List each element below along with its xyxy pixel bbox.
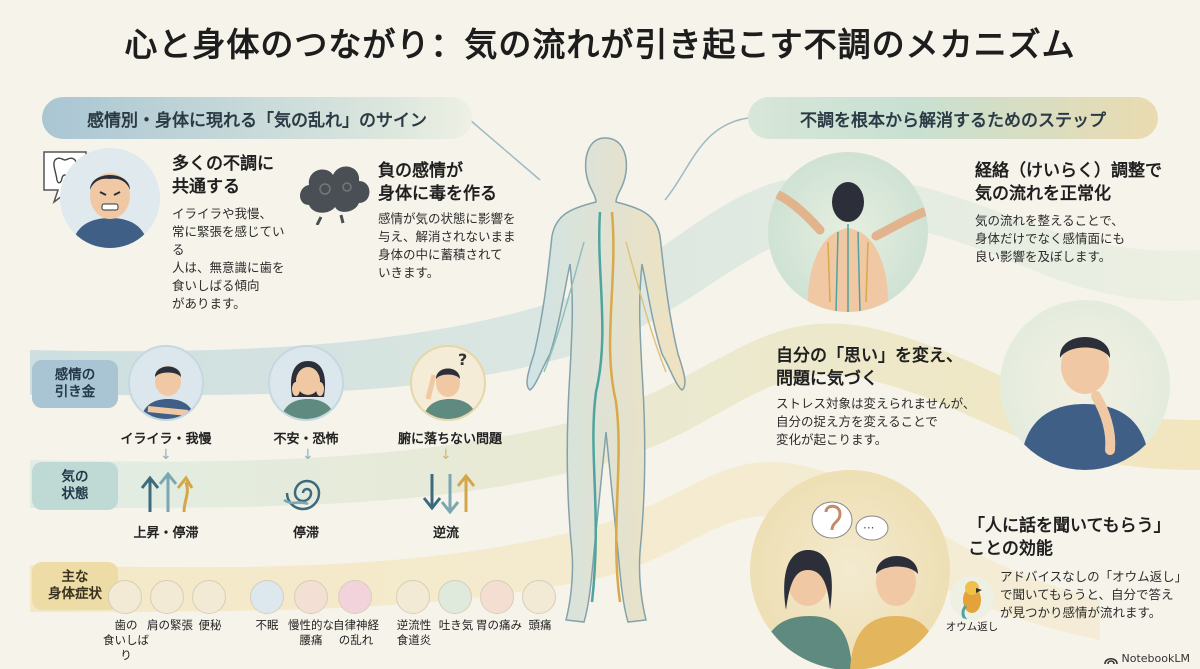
row-label-trigger: 感情の引き金 <box>32 360 118 408</box>
col2-symptom2: 慢性的な腰痛 <box>288 618 334 647</box>
back-meridian-massage-illustration <box>768 152 928 312</box>
step3-heading-line1: 「人に話を聞いてもらう」 <box>968 516 1171 536</box>
sign2-body-line4: いきます。 <box>378 265 440 280</box>
constipation-icon <box>192 580 226 614</box>
sign2-body-line2: 与え、解消されないまま <box>378 229 516 244</box>
notebooklm-logo-icon <box>1103 657 1118 664</box>
col2-symptom1: 不眠 <box>255 618 279 632</box>
arrow-down-icon: ↓ <box>160 447 172 463</box>
back-pain-icon <box>294 580 328 614</box>
sign1-body-line4: 食いしばる傾向 <box>172 278 260 293</box>
step2-heading-line2: 問題に気づく <box>776 369 878 389</box>
col3-symptom3: 胃の痛み <box>476 618 522 632</box>
nausea-icon <box>438 580 472 614</box>
down-arrows-icon <box>420 470 480 515</box>
shoulder-tension-icon <box>150 580 184 614</box>
col3-symptom4: 頭痛 <box>528 618 552 632</box>
col1-emotion-label: イライラ・我慢 <box>120 432 212 447</box>
teeth-clench-icon <box>108 580 142 614</box>
sign1-body-line1: イライラや我慢、 <box>172 206 273 221</box>
sign2-body-line3: 身体の中に蓄積されて <box>378 247 503 262</box>
sign2-heading-line1: 負の感情が <box>378 161 463 181</box>
sign2-heading-line2: 身体に毒を作る <box>378 184 497 204</box>
step1-heading-line2: 気の流れを正常化 <box>975 184 1111 204</box>
esophagus-icon <box>396 580 430 614</box>
step2-body-line1: ストレス対象は変えられませんが、 <box>776 396 976 411</box>
row-label-symptoms: 主な身体症状 <box>32 562 118 610</box>
col2-symptom3: 自律神経の乱れ <box>333 618 379 647</box>
col1-symptom2: 肩の緊張 <box>147 618 193 632</box>
left-section-header: 感情別・身体に現れる「気の乱れ」のサイン <box>42 97 472 139</box>
sign1-body-line2: 常に緊張を感じている <box>172 224 285 257</box>
step1-body-line2: 身体だけでなく感情面にも <box>975 231 1126 246</box>
conversation-illustration: ··· <box>750 470 950 669</box>
page-title: 心と身体のつながり：気の流れが引き起こす不調のメカニズム <box>124 25 1076 64</box>
step3-body-line3: が見つかり感情が流れます。 <box>1000 605 1162 620</box>
step2-body-line3: 変化が起こります。 <box>776 432 888 447</box>
headache-icon <box>522 580 556 614</box>
sign1-body-line3: 人は、無意識に歯を <box>172 260 285 275</box>
up-arrows-icon <box>138 470 198 514</box>
stomach-icon <box>480 580 514 614</box>
col3-symptom1: 逆流性食道炎 <box>396 618 432 647</box>
sign1-body-line5: があります。 <box>172 296 246 311</box>
col2-emotion-label: 不安・恐怖 <box>273 432 339 447</box>
right-section-header: 不調を根本から解消するためのステップ <box>748 97 1158 139</box>
col3-emotion-label: 腑に落ちない問題 <box>397 432 502 447</box>
step1-body-line1: 気の流れを整えることで、 <box>975 213 1124 228</box>
col3-symptom2: 吐き気 <box>438 618 474 632</box>
row-label-qi-state: 気の状態 <box>32 462 118 510</box>
sign1-heading-line2: 共通する <box>172 177 240 197</box>
anxious-woman-illustration <box>268 345 344 421</box>
parrot-icon <box>950 576 994 620</box>
step2-body-line2: 自分の捉え方を変えることで <box>776 414 938 429</box>
step1-heading-line1: 経絡（けいらく）調整で <box>975 161 1162 181</box>
parrot-label: オウム返し <box>945 621 999 633</box>
sign2-body-line1: 感情が気の状態に影響を <box>378 211 516 226</box>
col1-symptom3: 便秘 <box>198 618 222 632</box>
col1-symptom1: 歯の食いしばり <box>103 618 149 662</box>
step3-heading-line2: ことの効能 <box>968 539 1053 559</box>
notebooklm-watermark: NotebookLM <box>1103 652 1190 665</box>
col3-qi-label: 逆流 <box>432 526 459 541</box>
swirl-icon <box>282 470 332 516</box>
thinking-man-illustration <box>1000 300 1170 470</box>
arrow-down-icon: ↓ <box>302 447 314 463</box>
sign1-heading-line1: 多くの不調に <box>172 154 274 174</box>
arms-crossed-man-illustration <box>128 345 204 421</box>
step3-body-line2: で聞いてもらうと、自分で答え <box>1000 587 1174 602</box>
brain-icon <box>338 580 372 614</box>
confused-man-illustration <box>410 345 486 421</box>
human-body-meridian-figure <box>500 132 710 632</box>
step1-body-line3: 良い影響を及ぼします。 <box>975 249 1112 264</box>
step2-heading-line1: 自分の「思い」を変え、 <box>776 346 963 366</box>
question-mark-text: ? <box>458 350 468 369</box>
arrow-down-icon: ↓ <box>440 447 452 463</box>
insomnia-icon <box>250 580 284 614</box>
col2-qi-label: 停滞 <box>292 526 319 541</box>
col1-qi-label: 上昇・停滞 <box>133 526 199 541</box>
dark-cloud-icon <box>295 155 375 226</box>
svg-text:···: ··· <box>863 521 874 535</box>
step3-body-line1: アドバイスなしの「オウム返し」 <box>1000 569 1188 584</box>
clenching-man-illustration <box>60 148 160 248</box>
